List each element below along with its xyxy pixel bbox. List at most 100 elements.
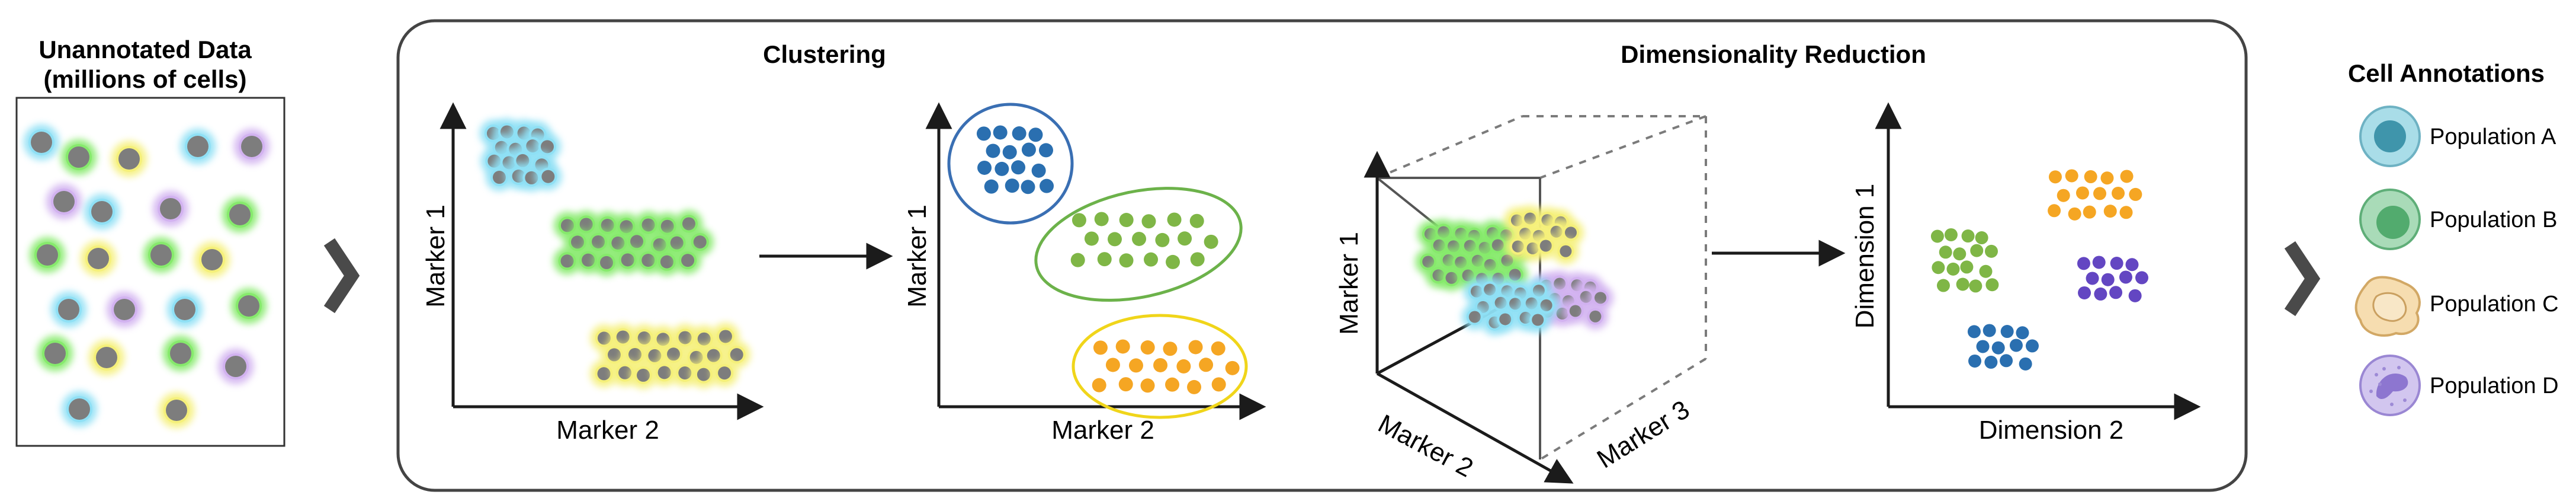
legend-item-population-c: Population C: [2354, 276, 2559, 337]
clustered-cell-green: [1141, 214, 1156, 229]
reduced-cell-green: [1956, 277, 1969, 291]
legend-label-population-c: Population C: [2430, 292, 2559, 317]
reduced-cell-orange: [2075, 186, 2089, 200]
unannotated-cell: [143, 237, 179, 273]
clustered-cell-orange: [1225, 360, 1240, 375]
unannotated-cell: [30, 237, 65, 273]
unannotated-cell: [81, 241, 116, 276]
clustered-cell-blue: [993, 125, 1008, 140]
reduced-cell-green: [1985, 278, 1999, 292]
plot-4-axes: [1875, 102, 2201, 420]
clustered-cell-green: [1072, 213, 1086, 228]
clustered-cell-orange: [1211, 341, 1226, 356]
legend-label-population-d: Population D: [2430, 374, 2559, 398]
clustered-cell-orange: [1188, 340, 1203, 355]
clustered-cell-orange: [1163, 342, 1178, 356]
reduced-cell-orange: [2100, 171, 2114, 185]
reduced-cell-green: [1984, 244, 1998, 258]
reduced-cell-blue: [2016, 326, 2029, 340]
cell-population-d: [1582, 303, 1609, 330]
clustered-cell-green: [1119, 213, 1134, 228]
reduced-cell-purple: [2077, 257, 2090, 270]
unannotated-cell: [37, 336, 73, 371]
reduced-cell-orange: [2103, 205, 2117, 218]
dimensionality-reduction-title: Dimensionality Reduction: [1621, 40, 1926, 68]
unannotated-cell: [180, 129, 216, 164]
unannotated-cell: [231, 288, 267, 324]
clustered-cell-orange: [1140, 378, 1155, 393]
clustered-cell-green: [1155, 232, 1170, 247]
cell-population-c: [1552, 238, 1579, 264]
cell-population-a: [1525, 307, 1551, 333]
plot-3-cells: [1415, 205, 1613, 336]
clustered-cell-orange: [1128, 358, 1143, 373]
clustering-title: Clustering: [763, 40, 886, 68]
cell-population-b: [674, 247, 702, 275]
cell-population-b: [1438, 264, 1465, 291]
plot-1-x-label: Marker 2: [556, 416, 659, 445]
reduced-cell-green: [1936, 279, 1950, 292]
clustered-cell-blue: [1005, 178, 1019, 193]
unannotated-cell: [61, 139, 97, 175]
clustered-cell-green: [1097, 252, 1112, 267]
legend-label-population-a: Population A: [2430, 125, 2556, 149]
cluster-outline-yellow: [1072, 314, 1248, 419]
clustered-cell-blue: [986, 143, 1000, 158]
unannotated-cell: [111, 141, 147, 177]
reduced-cell-orange: [2084, 170, 2097, 184]
reduced-cell-green: [1939, 245, 1952, 259]
reduced-cell-green: [1975, 231, 1988, 245]
input-title-line1: Unannotated Data: [39, 36, 252, 63]
reduced-cell-green: [1960, 260, 1974, 274]
unannotated-cell: [167, 292, 203, 327]
clustered-cell-orange: [1093, 340, 1108, 355]
clustered-cell-green: [1167, 212, 1182, 227]
clustered-cell-orange: [1153, 358, 1168, 372]
cell-population-c: [689, 360, 717, 388]
unannotated-cell: [89, 340, 124, 375]
unannotated-cell: [163, 336, 198, 371]
reduced-cell-orange: [2120, 170, 2134, 183]
reduced-cell-orange: [2129, 187, 2142, 201]
clustered-cell-green: [1094, 212, 1109, 226]
reduced-cell-orange: [2048, 204, 2061, 218]
clustered-cell-orange: [1140, 340, 1155, 355]
reduced-cell-orange: [2119, 206, 2133, 219]
unannotated-cell: [46, 184, 82, 219]
clustered-cell-orange: [1187, 379, 1202, 394]
clustered-cell-orange: [1118, 377, 1133, 392]
unannotated-cell: [24, 125, 59, 160]
analysis-panel: [396, 19, 2248, 492]
input-title-line2: (millions of cells): [43, 65, 246, 93]
clustered-cell-blue: [1021, 180, 1035, 194]
reduced-cell-green: [1932, 261, 1945, 275]
reduced-cell-blue: [1991, 341, 2005, 355]
reduced-cell-purple: [2135, 271, 2148, 285]
clustered-cell-orange: [1165, 377, 1180, 392]
clustered-cell-green: [1189, 213, 1204, 228]
plot-1-axes: [440, 102, 764, 420]
plot-4-x-label: Dimension 2: [1979, 416, 2124, 445]
clustered-cell-green: [1166, 254, 1180, 269]
cluster-outline-blue: [947, 103, 1074, 225]
clustered-cell-orange: [1199, 358, 1214, 372]
clustered-cell-orange: [1092, 378, 1106, 392]
clustered-cell-green: [1084, 231, 1099, 246]
clustered-cell-blue: [1021, 142, 1036, 157]
reduced-cell-purple: [2125, 258, 2139, 272]
chevron-right-icon: [323, 238, 360, 314]
clustered-cell-blue: [1031, 163, 1046, 178]
clustered-cell-blue: [976, 126, 991, 141]
legend-title: Cell Annotations: [2348, 59, 2545, 87]
input-cells: [24, 125, 270, 428]
cell-population-b: [593, 248, 621, 276]
cell-population-c: [630, 361, 657, 389]
unannotated-cell: [107, 292, 142, 327]
clustered-cell-blue: [1012, 126, 1026, 141]
cell-population-b: [614, 246, 641, 274]
reduced-cell-blue: [1976, 340, 1990, 353]
clustered-cell-green: [1190, 252, 1205, 267]
cell-population-a: [485, 164, 513, 192]
plot-2-cells: [976, 125, 1240, 394]
reduced-cell-blue: [1984, 355, 1998, 369]
